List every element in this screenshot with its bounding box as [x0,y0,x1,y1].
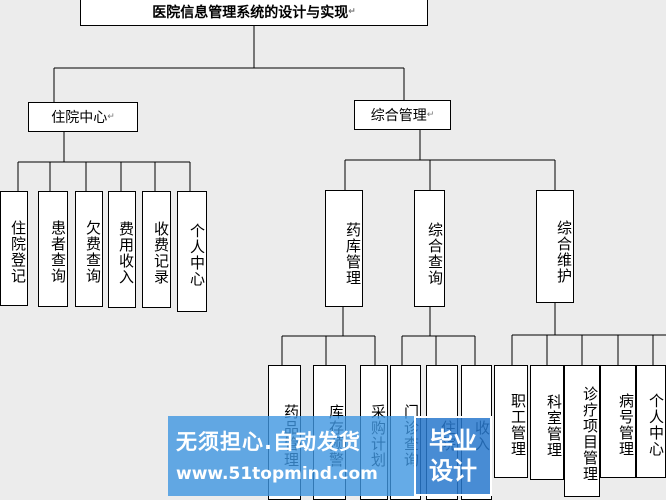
node-staff-management: 职工管理 [494,365,528,478]
node-fee-income: 费用收入 [108,191,136,308]
node-general-management-label: 综合管理 [370,108,427,124]
node-label: 科室管理 [545,393,563,458]
node-pharmacy-management: 药库管理 [325,190,363,307]
node-label: 病号管理 [617,392,635,457]
node-label: 住院登记 [9,219,27,284]
node-label: 个人中心 [647,392,665,457]
node-label: 个人中心 [188,222,206,287]
node-patient-query: 患者查询 [38,191,68,307]
watermark-url: www.51topmind.com [176,464,378,484]
node-general-query: 综合查询 [414,190,445,307]
watermark-slogan: 无须担心.自动发货 [176,430,361,454]
node-label: 综合维护 [555,219,573,284]
node-label: 患者查询 [49,220,67,284]
node-inpatient-center-label: 住院中心 [51,110,108,126]
node-personal-center-inpatient: 个人中心 [177,191,207,312]
return-mark-icon: ↵ [348,7,356,17]
node-label: 费用收入 [117,220,135,285]
watermark-badge: 毕业 设计 [414,416,492,496]
node-charge-records: 收费记录 [142,191,171,308]
node-label: 诊疗项目管理 [581,386,599,482]
node-label: 欠费查询 [84,220,102,284]
node-treatment-item-management: 诊疗项目管理 [564,365,600,497]
node-label: 职工管理 [509,392,527,457]
node-arrears-query: 欠费查询 [75,191,103,307]
node-inpatient-center: 住院中心↵ [28,102,138,132]
watermark-banner: 无须担心.自动发货 www.51topmind.com [168,416,414,496]
node-personal-center-maintenance: 个人中心 [636,365,666,478]
node-label: 收费记录 [152,220,170,285]
root-label: 医院信息管理系统的设计与实现 [152,5,349,21]
node-general-management: 综合管理↵ [354,100,451,130]
node-patient-number-management: 病号管理 [600,365,636,478]
node-general-maintenance: 综合维护 [536,190,574,303]
return-mark-icon: ↵ [426,110,435,120]
node-admission-register: 住院登记 [0,191,28,306]
node-department-management: 科室管理 [530,365,564,480]
node-label: 综合查询 [426,221,444,286]
node-label: 药库管理 [344,221,362,286]
return-mark-icon: ↵ [107,112,115,122]
root-node: 医院信息管理系统的设计与实现↵ [80,0,428,26]
